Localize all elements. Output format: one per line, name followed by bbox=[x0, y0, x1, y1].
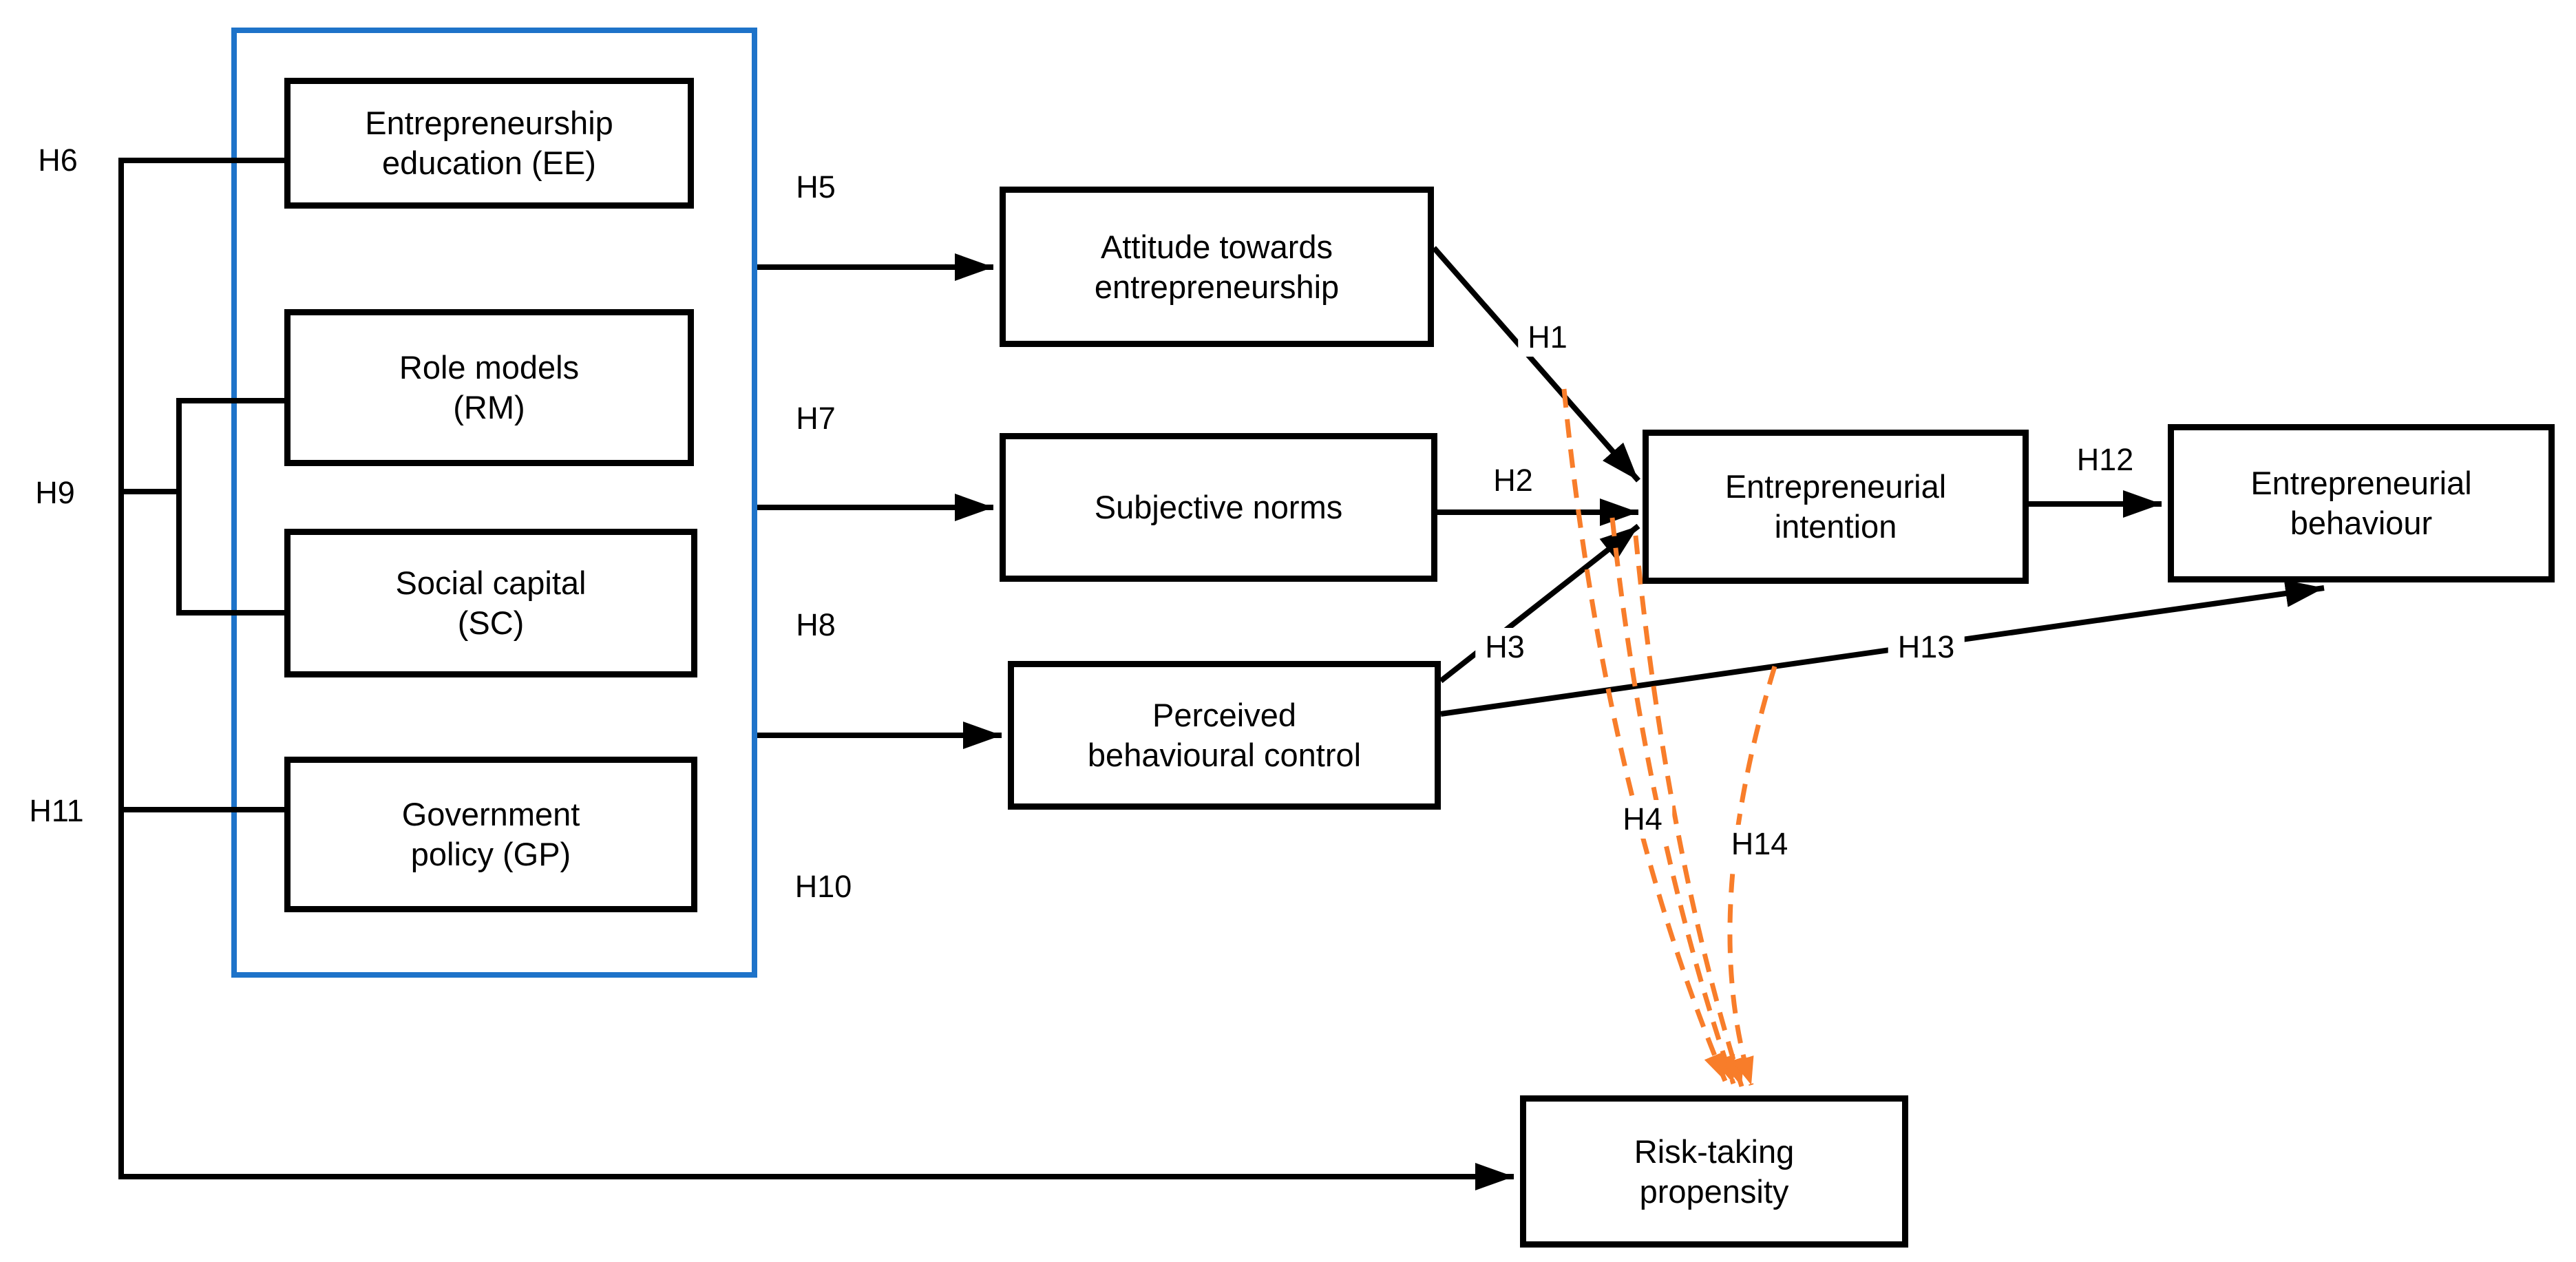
label-h8: H8 bbox=[796, 607, 836, 642]
label-h3: H3 bbox=[1475, 628, 1534, 666]
label-h1: H1 bbox=[1518, 318, 1577, 357]
dashed-arrow-h4-from-h3 bbox=[1633, 535, 1744, 1088]
box-role-models: Role models (RM) bbox=[284, 309, 694, 466]
label-h13: H13 bbox=[1888, 628, 1965, 666]
label-h10: H10 bbox=[794, 869, 852, 904]
label-h9: H9 bbox=[35, 475, 75, 510]
box-subjective-norms: Subjective norms bbox=[1000, 433, 1437, 582]
box-government-policy: Government policy (GP) bbox=[284, 757, 697, 912]
label-h4: H4 bbox=[1613, 800, 1672, 839]
label-h2: H2 bbox=[1493, 463, 1533, 498]
label-h11: H11 bbox=[29, 793, 84, 828]
box-entrepreneurial-behaviour: Entrepreneurial behaviour bbox=[2168, 424, 2555, 582]
box-social-capital: Social capital (SC) bbox=[284, 529, 697, 677]
arrow-h1 bbox=[1431, 246, 1641, 483]
box-attitude: Attitude towards entrepreneurship bbox=[1000, 187, 1434, 347]
dashed-arrow-h4-from-h1 bbox=[1561, 388, 1728, 1082]
box-entrepreneurial-intention: Entrepreneurial intention bbox=[1643, 430, 2029, 584]
label-h14: H14 bbox=[1721, 825, 1798, 863]
box-risk-taking-propensity: Risk-taking propensity bbox=[1520, 1095, 1908, 1248]
arrow-h3 bbox=[1439, 523, 1640, 684]
arrow-h13 bbox=[1440, 580, 2325, 717]
label-h12: H12 bbox=[2076, 442, 2134, 477]
box-entrepreneurship-education: Entrepreneurship education (EE) bbox=[284, 78, 694, 209]
label-h6: H6 bbox=[38, 143, 78, 178]
box-perceived-behavioural-control: Perceived behavioural control bbox=[1008, 661, 1441, 810]
label-h5: H5 bbox=[796, 169, 836, 204]
dashed-arrow-h14-from-h13 bbox=[1727, 665, 1777, 1086]
label-h7: H7 bbox=[796, 401, 836, 436]
dashed-arrow-h4-from-h2 bbox=[1609, 517, 1736, 1085]
antecedents-container bbox=[231, 28, 757, 978]
